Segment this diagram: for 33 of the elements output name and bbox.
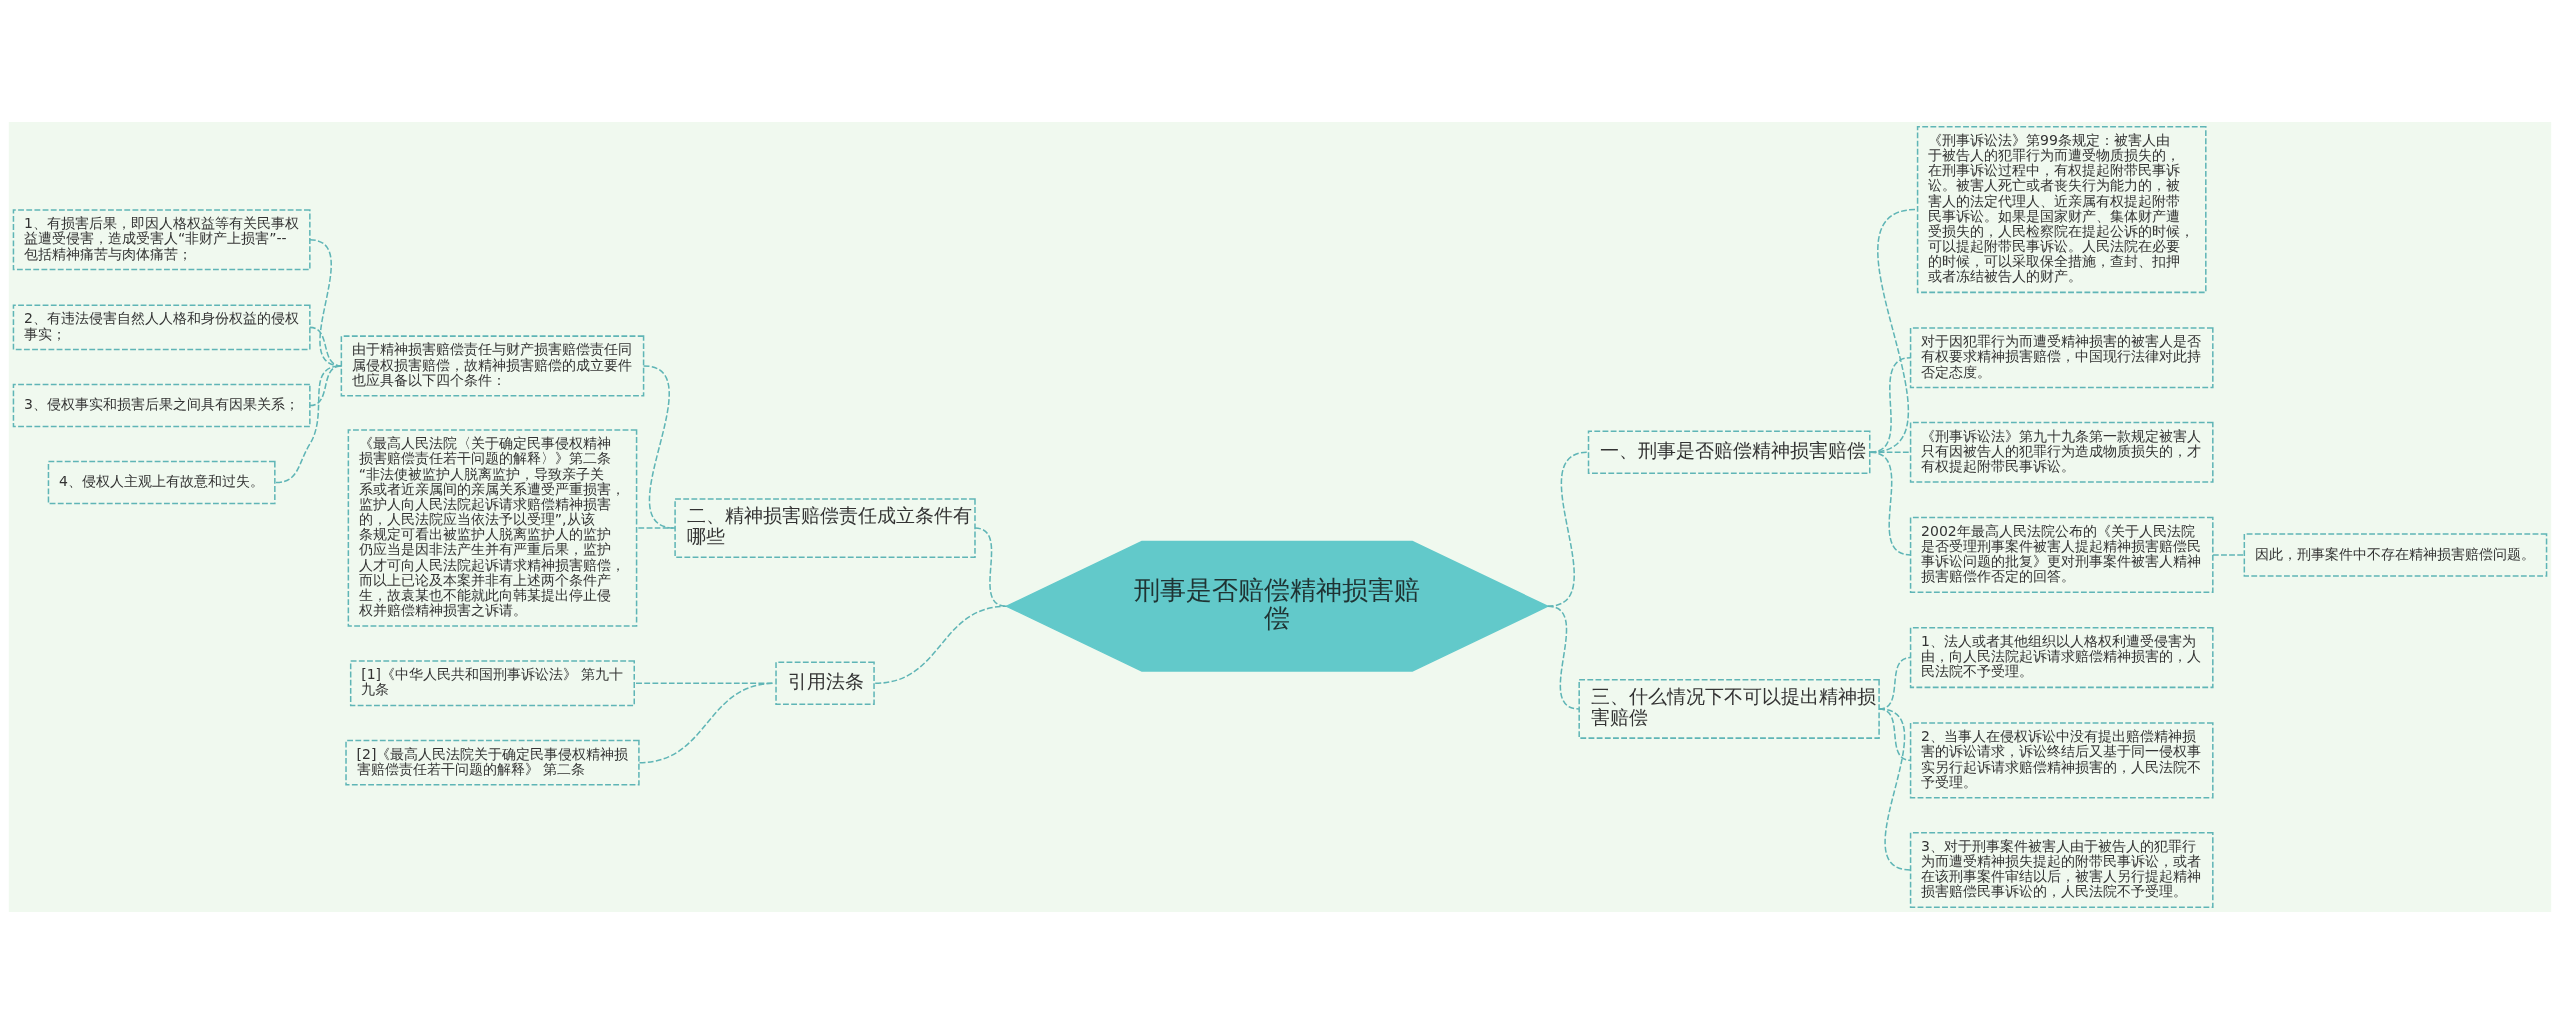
connector <box>1869 208 1917 453</box>
connector <box>1546 605 1580 710</box>
node-box: 由于精神损害赔偿责任与财产损害赔偿责任同属侵权损害赔偿，故精神损害赔偿的成立要件也应具备以下四个条件： <box>340 334 645 396</box>
connector <box>637 526 676 529</box>
node-box: 引用法条 <box>775 661 875 705</box>
node-box: 4、侵权人主观上有故意和过失。 <box>47 460 276 504</box>
connector <box>1878 707 1912 871</box>
node-box: 3、对于刑事案件被害人由于被告人的犯罪行为而遭受精神损失提起的附带民事诉讼，或者在该刑事案件审结以后，被害人另行提起精神损害赔偿民事诉讼的，人民法院不予受理。 <box>1909 831 2214 908</box>
node-box: 《刑事诉讼法》第九十九条第一款规定被害人只有因被告人的犯罪行为造成物质损失的，才有权提起附带民事诉讼。 <box>1909 421 2214 483</box>
node-box: 3、侵权事实和损害后果之间具有因果关系； <box>12 383 311 427</box>
node-box: 2002年最高人民法院公布的《关于人民法院是否受理刑事案件被害人提起精神损害赔偿民事诉讼问题的批复》更对刑事案件被害人精神损害赔偿作否定的回答。 <box>1909 516 2214 593</box>
node-box: 1、有损害后果，即因人格权益等有关民事权益遭受侵害，造成受害人“非财产上损害”--包括精神痛苦与肉体痛苦； <box>12 208 311 270</box>
connector <box>1869 356 1912 453</box>
node-box: 三、什么情况下不可以提出精神损害赔偿 <box>1578 678 1880 739</box>
node-box: [2]《最高人民法院关于确定民事侵权精神损害赔偿责任若干问题的解释》 第二条 <box>345 739 640 786</box>
node-box: 《最高人民法院〈关于确定民事侵权精神损害赔偿责任若干问题的解释〉》第二条“非法使被监护人脱离监护，导致亲子关系或者近亲属间的亲属关系遭受严重损害，监护人向人民法院起诉请求赔偿精神损害的，人民法院应当依法予以受理”,从该条规定可看出被监护人脱离监护人的监护仍应当是因非法产生并有严重后果，监护人才可向人民法院起诉请求精神损害赔偿，而以上已论及本案并非有上述两个条件产生，故袁某也不能就此向韩某提出停止侵权并赔偿精神损害之诉请。 <box>347 428 638 627</box>
node-box: 一、刑事是否赔偿精神损害赔偿 <box>1587 429 1871 474</box>
connector <box>309 364 343 406</box>
connector <box>275 364 343 483</box>
node-box: 1、法人或者其他组织以人格权利遭受侵害为由，向人民法院起诉请求赔偿精神损害的，人民法院不予受理。 <box>1909 626 2214 688</box>
node-box: 2、有违法侵害自然人人格和身份权益的侵权事实； <box>12 303 311 350</box>
node-box: 《刑事诉讼法》第99条规定：被害人由于被告人的犯罪行为而遭受物质损失的，在刑事诉讼过程中，有权提起附带民事诉讼。被害人死亡或者丧失行为能力的，被害人的法定代理人、近亲属有权提起附带民事诉讼。如果是国家财产、集体财产遭受损失的，人民检察院在提起公诉的时候，可以提起附带民事诉讼。人民法院在必要的时候，可以采取保全措施，查封、扣押或者冻结被告人的财产。 <box>1916 125 2207 293</box>
connector <box>1869 451 1912 556</box>
connector <box>874 605 1008 684</box>
connector <box>1869 451 1912 453</box>
node-box: [1]《中华人民共和国刑事诉讼法》 第九十九条 <box>349 659 635 706</box>
connector <box>2212 553 2246 556</box>
node-box: 因此，刑事案件中不存在精神损害赔偿问题。 <box>2243 532 2548 577</box>
connector <box>1546 451 1589 607</box>
node-box: 二、精神损害赔偿责任成立条件有哪些 <box>674 497 976 558</box>
connector <box>974 526 1008 607</box>
node-box: 对于因犯罪行为而遭受精神损害的被害人是否有权要求精神损害赔偿，中国现行法律对此持否定态度。 <box>1909 326 2214 388</box>
node-box: 2、当事人在侵权诉讼中没有提出赔偿精神损害的诉讼请求，诉讼终结后又基于同一侵权事实另行起诉请求赔偿精神损害的，人民法院不予受理。 <box>1909 721 2214 798</box>
